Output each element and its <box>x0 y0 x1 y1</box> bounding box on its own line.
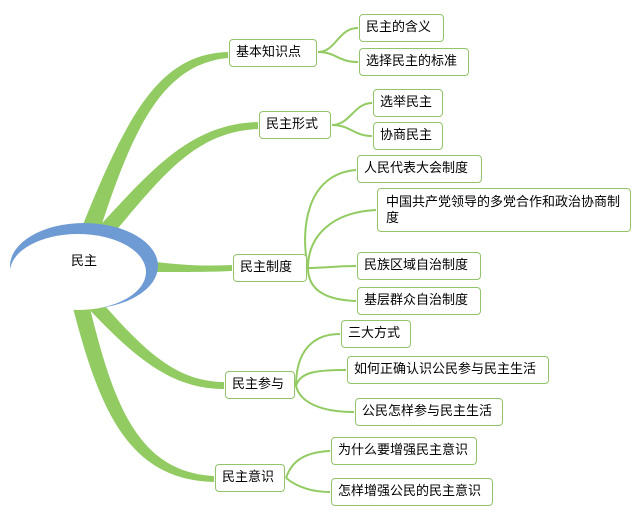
subtopic-how-citizens-participate[interactable]: 公民怎样参与民主生活 <box>355 398 503 426</box>
sub-connector-3-2 <box>307 209 377 269</box>
subtopic-criteria-for-democracy[interactable]: 选择民主的标准 <box>359 48 469 76</box>
topic-democratic-system[interactable]: 民主制度 <box>233 254 307 282</box>
topic-democratic-awareness[interactable]: 民主意识 <box>215 464 285 492</box>
sub-connector-3-1 <box>304 169 357 269</box>
subtopic-electoral-democracy[interactable]: 选举民主 <box>373 89 443 117</box>
subtopic-how-enhance-awareness[interactable]: 怎样增强公民的民主意识 <box>331 478 493 506</box>
subtopic-regional-ethnic-autonomy[interactable]: 民族区域自治制度 <box>357 252 481 280</box>
sub-connector-4-1 <box>295 333 341 387</box>
sub-connector-5-2 <box>285 477 331 493</box>
branch-connector-4 <box>86 300 224 389</box>
subtopic-meaning-of-democracy[interactable]: 民主的含义 <box>359 14 444 42</box>
branch-connector-5 <box>72 300 214 482</box>
sub-connector-3-3 <box>307 265 357 269</box>
subtopic-multiparty-cooperation-system[interactable]: 中国共产党领导的多党合作和政治协商制度 <box>377 188 631 232</box>
sub-connector-2-1 <box>331 102 373 126</box>
sub-connector-4-2 <box>295 369 347 387</box>
sub-connector-1-2 <box>317 51 359 63</box>
sub-connector-3-4 <box>307 267 357 302</box>
sub-connector-4-3 <box>295 385 355 413</box>
root-topic[interactable]: 民主 <box>71 254 98 269</box>
topic-basic-knowledge[interactable]: 基本知识点 <box>229 39 317 67</box>
subtopic-consultative-democracy[interactable]: 协商民主 <box>373 122 443 150</box>
sub-connector-1-1 <box>317 27 359 53</box>
sub-connector-5-1 <box>285 450 331 479</box>
topic-democratic-participation[interactable]: 民主参与 <box>225 371 295 399</box>
branch-connector-1 <box>80 52 228 236</box>
subtopic-grassroots-self-governance[interactable]: 基层群众自治制度 <box>357 287 481 315</box>
topic-forms-of-democracy[interactable]: 民主形式 <box>259 111 331 139</box>
subtopic-peoples-congress-system[interactable]: 人民代表大会制度 <box>357 155 482 183</box>
subtopic-three-methods[interactable]: 三大方式 <box>341 320 411 348</box>
subtopic-why-enhance-awareness[interactable]: 为什么要增强民主意识 <box>331 437 477 465</box>
branch-connector-3 <box>156 262 232 272</box>
sub-connector-2-2 <box>331 124 373 137</box>
root-ring <box>10 223 158 310</box>
sub-branches <box>285 27 377 493</box>
subtopic-understanding-citizen-participation[interactable]: 如何正确认识公民参与民主生活 <box>347 356 549 384</box>
